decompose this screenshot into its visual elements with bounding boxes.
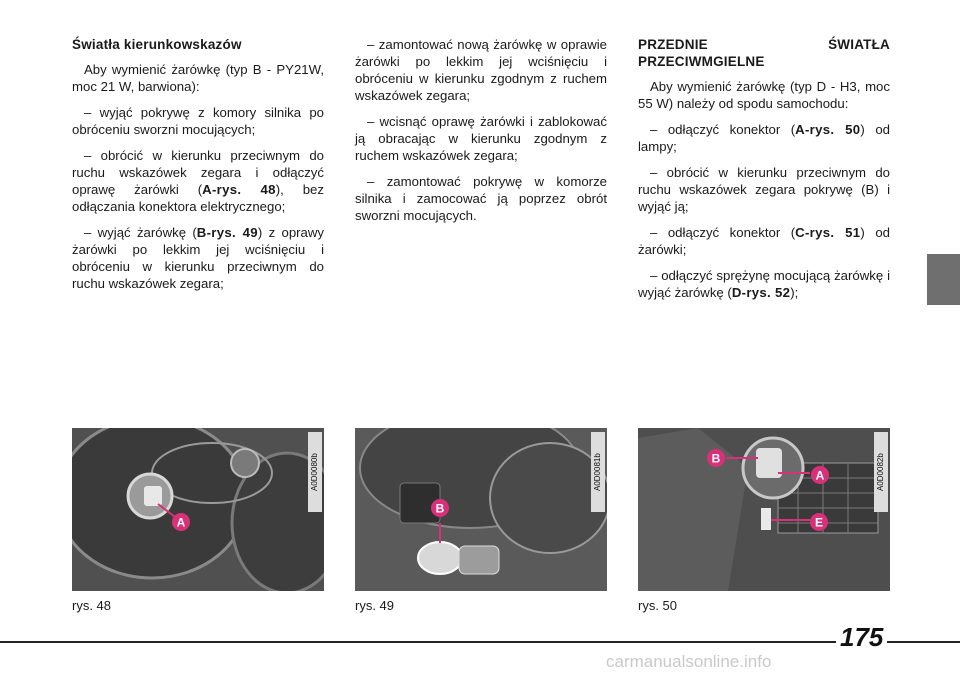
paragraph-step: – odłączyć konektor (C-rys. 51) od żarów… bbox=[638, 224, 890, 258]
text: ) z oprawy żarówki po lekkim jej wciśnię… bbox=[72, 225, 324, 291]
paragraph-step: – zamontować pokrywę w komorze silnika i… bbox=[355, 174, 607, 223]
paragraph-step: – wyjąć żarówkę (B-rys. 49) z oprawy żar… bbox=[72, 224, 324, 292]
figure-reference: C-rys. 51 bbox=[795, 225, 861, 240]
label-letter: B bbox=[712, 452, 721, 466]
figure-48-image: A A0D0080b bbox=[72, 428, 324, 591]
figure-50-illustration: B A E bbox=[638, 428, 890, 591]
figure-50-image: B A E A0D0082b bbox=[638, 428, 890, 591]
chapter-tab bbox=[927, 254, 960, 305]
section-heading-turn-signals: Światła kierunkowskazów bbox=[72, 37, 242, 52]
text: – odłączyć sprężynę mocującą żarówkę i w… bbox=[638, 268, 890, 300]
column-2: – zamontować nową żarówkę w oprawie żaró… bbox=[355, 36, 607, 233]
paragraph-step: – wyjąć pokrywę z komory silnika po obró… bbox=[72, 105, 324, 137]
figure-caption: rys. 49 bbox=[355, 598, 395, 613]
label-marker bbox=[707, 449, 725, 467]
footer-rule bbox=[0, 641, 836, 643]
figure-caption: rys. 48 bbox=[72, 598, 112, 613]
figure-code: A0D0082b bbox=[874, 432, 888, 512]
text: – odłączyć konektor ( bbox=[650, 122, 796, 137]
text: – odłączyć konektor ( bbox=[650, 225, 796, 240]
figure-48-illustration: A bbox=[72, 428, 324, 591]
label-letter: A bbox=[816, 469, 825, 483]
section-heading-fog-lights: PRZEDNIE ŚWIATŁA PRZECIWMGIELNE bbox=[638, 37, 890, 69]
paragraph-step: – odłączyć konektor (A-rys. 50) od lampy… bbox=[638, 121, 890, 155]
label-letter: B bbox=[436, 502, 445, 516]
text: – obrócić w kierunku przeciwnym do ruchu… bbox=[72, 148, 324, 197]
column-1: Światła kierunkowskazów Aby wymienić żar… bbox=[72, 36, 324, 301]
text: ); bbox=[790, 285, 799, 300]
paragraph-step: – obrócić w kierunku przeciwnym do ruchu… bbox=[638, 165, 890, 214]
figure-49-image: B A0D0081b bbox=[355, 428, 607, 591]
watermark-link[interactable]: carmanualsonline.info bbox=[606, 652, 772, 671]
label-letter: A bbox=[177, 516, 186, 530]
paragraph-step: – zamontować nową żarówkę w oprawie żaró… bbox=[355, 37, 607, 103]
figure-reference: A-rys. 50 bbox=[795, 122, 861, 137]
paragraph-step: – obrócić w kierunku przeciwnym do ruchu… bbox=[72, 147, 324, 215]
text: ), bez odłączania konektora elektryczneg… bbox=[72, 182, 324, 214]
figure-reference: A-rys. 48 bbox=[202, 182, 276, 197]
figure-caption: rys. 50 bbox=[638, 598, 678, 613]
text: – wyjąć żarówkę ( bbox=[84, 225, 197, 240]
text: ) od żarówki; bbox=[638, 225, 890, 257]
column-3: PRZEDNIE ŚWIATŁA PRZECIWMGIELNE Aby wymi… bbox=[638, 36, 890, 310]
paragraph-step: – wcisnąć oprawę żarówki i zabloko­wać j… bbox=[355, 114, 607, 163]
paragraph-intro: Aby wymienić żarówkę (typ D - H3, moc 55… bbox=[638, 79, 890, 111]
paragraph-step: – odłączyć sprężynę mocującą żarówkę i w… bbox=[638, 267, 890, 301]
label-marker bbox=[431, 499, 449, 517]
label-letter: E bbox=[815, 516, 823, 530]
figure-reference: D-rys. 52 bbox=[731, 285, 791, 300]
label-marker bbox=[811, 466, 829, 484]
label-marker bbox=[172, 513, 190, 531]
page-number: 175 bbox=[840, 622, 884, 652]
paragraph-intro: Aby wymienić żarówkę (typ B - PY21W, moc… bbox=[72, 62, 324, 94]
figure-reference: B-rys. 49 bbox=[196, 225, 258, 240]
label-marker bbox=[810, 513, 828, 531]
figure-49-illustration: B bbox=[355, 428, 607, 591]
figure-code: A0D0080b bbox=[308, 432, 322, 512]
text: ) od lampy; bbox=[638, 122, 890, 154]
figure-code: A0D0081b bbox=[591, 432, 605, 512]
footer-rule bbox=[887, 641, 960, 643]
